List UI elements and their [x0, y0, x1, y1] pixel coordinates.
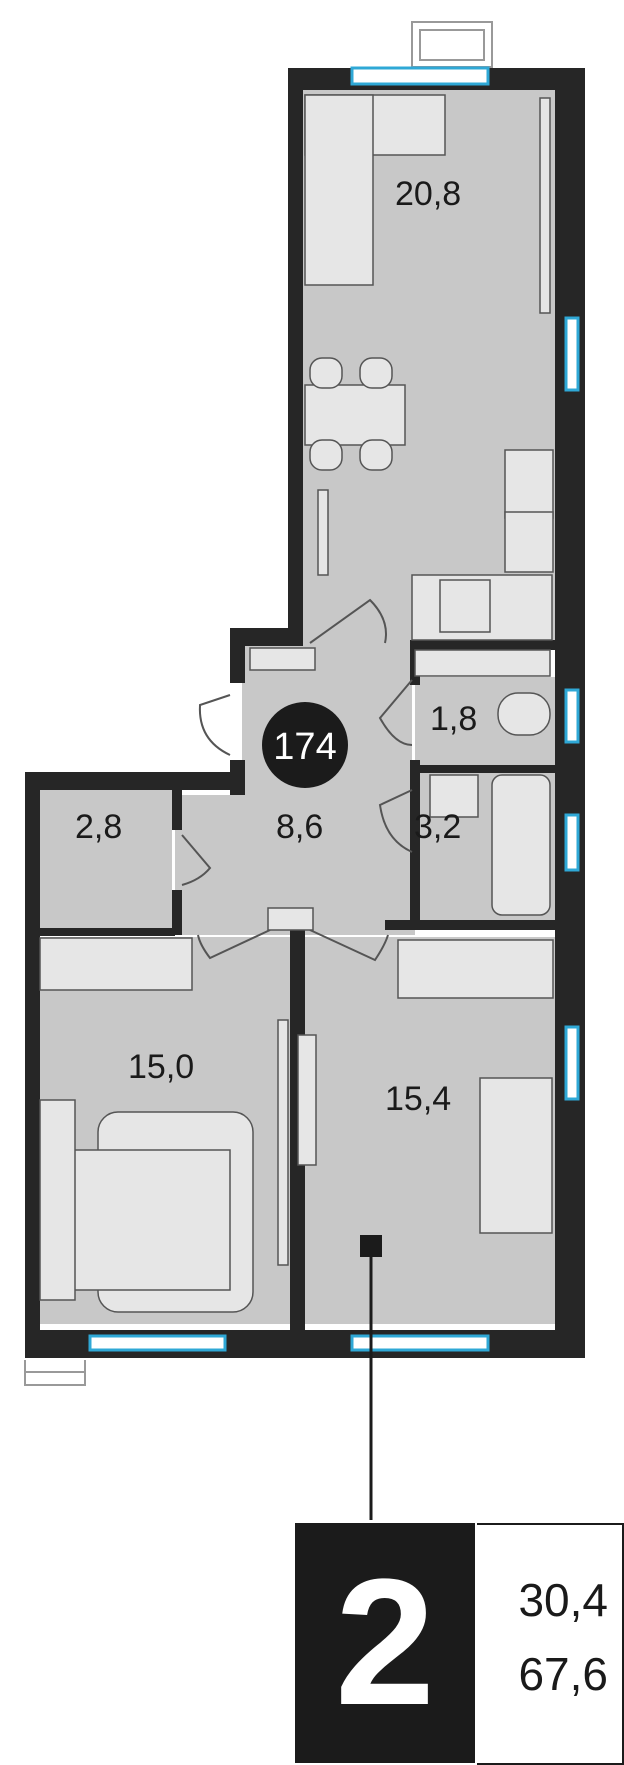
window-right-1	[564, 316, 580, 392]
window-right-2	[564, 688, 580, 744]
cooktop	[439, 579, 491, 633]
bottom-left-balcony	[24, 1360, 86, 1386]
room-count: 2	[334, 1542, 436, 1743]
doors	[181, 598, 413, 962]
room-area-bedroom: 15,0	[128, 1048, 194, 1086]
bed-headboard	[39, 1099, 76, 1301]
shelf-unit	[317, 489, 329, 576]
window-top	[350, 66, 490, 86]
entrance-marker	[360, 1235, 382, 1257]
floor-plan: 174 20,8 1,8 8,6 2,8 3,2 15,0 15,4	[24, 21, 585, 1520]
armchair	[479, 1077, 553, 1234]
fridge	[504, 449, 554, 519]
window-right-4	[564, 1025, 580, 1101]
windows	[88, 66, 580, 1352]
room-area-bathroom: 3,2	[414, 808, 461, 846]
bathtub	[491, 774, 551, 916]
bed	[49, 1149, 231, 1291]
dining-table	[304, 384, 406, 446]
apartment-number: 174	[273, 726, 336, 768]
room-area-toilet: 1,8	[430, 700, 477, 738]
sliding-panel	[297, 1034, 317, 1166]
washbasin	[429, 774, 479, 818]
room-area-hallway: 8,6	[276, 808, 323, 846]
hall-console	[267, 907, 314, 931]
walls	[25, 68, 585, 1358]
room-area-kitchen-living: 20,8	[395, 175, 461, 213]
wardrobe-second	[397, 939, 554, 999]
window-right-3	[564, 813, 580, 872]
furniture	[39, 94, 554, 1313]
apartment-badge	[262, 702, 348, 788]
wardrobe-bedroom	[39, 937, 193, 991]
top-balcony	[411, 21, 493, 68]
chair-3	[309, 439, 343, 471]
room-count-box: 2	[295, 1523, 475, 1763]
floor-storage	[40, 790, 172, 928]
toilet-bowl	[497, 692, 551, 736]
window-bottom-right	[350, 1334, 490, 1352]
total-area: 67,6	[518, 1648, 608, 1700]
chair-4	[359, 439, 393, 471]
living-area: 30,4	[518, 1574, 608, 1626]
room-area-storage: 2,8	[75, 808, 122, 846]
chair-2	[359, 357, 393, 389]
chair-1	[309, 357, 343, 389]
sink-counter	[504, 511, 554, 573]
toilet-cistern	[414, 649, 551, 677]
mirror-panel	[277, 1019, 289, 1266]
window-bottom-left	[88, 1334, 227, 1352]
hall-cabinet	[249, 647, 316, 671]
sofa-side	[304, 94, 374, 286]
area-box: 30,4 67,6	[477, 1523, 624, 1765]
room-area-second-room: 15,4	[385, 1080, 451, 1118]
tv-panel	[539, 97, 551, 314]
